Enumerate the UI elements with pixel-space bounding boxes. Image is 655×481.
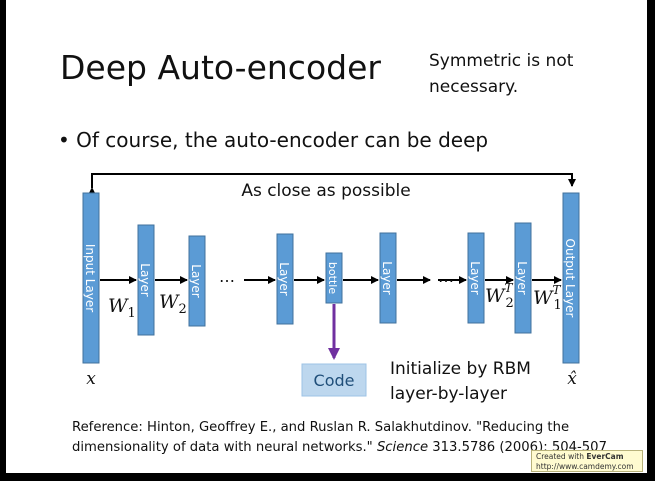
slide-title: Deep Auto-encoder: [60, 48, 381, 87]
output-layer: Output Layer: [562, 192, 580, 364]
weight-w1: W1: [108, 295, 136, 321]
hidden-layer-6: Layer: [514, 222, 532, 334]
reference-journal: Science: [376, 440, 429, 455]
bottleneck-layer: bottle: [325, 252, 343, 304]
weight-w1t-sub: 1: [554, 298, 562, 313]
input-layer: Input Layer: [82, 192, 100, 364]
output-layer-label: Output Layer: [563, 239, 577, 318]
hidden-layer-5: Layer: [467, 232, 485, 324]
output-xhat-label: x̂: [567, 369, 577, 389]
hidden-layer-6-label: Layer: [515, 261, 529, 295]
hidden-layer-3: Layer: [276, 233, 294, 325]
hidden-layer-4-label: Layer: [380, 261, 394, 295]
weight-w2t-sub: 2: [506, 296, 514, 311]
code-box: Code: [301, 363, 367, 397]
watermark-created-prefix: Created with: [536, 452, 587, 461]
reference-prefix: Reference: Hinton, Geoffrey E., and Rusl…: [72, 420, 570, 455]
input-layer-label: Input Layer: [83, 244, 97, 312]
note-line-2: necessary.: [429, 77, 519, 97]
weight-w2: W2: [159, 291, 187, 317]
rbm-init-line-2: layer-by-layer: [390, 384, 507, 404]
hidden-layer-1-label: Layer: [138, 263, 152, 297]
ellipsis-left: …: [219, 267, 235, 286]
input-x-label: x: [86, 369, 96, 389]
ellipsis-right: …: [438, 267, 454, 286]
weight-w2t-sup: T: [505, 281, 514, 295]
watermark-brand: EverCam: [586, 452, 624, 461]
autoencoder-diagram: As close as possible Input Layer Layer L…: [82, 173, 580, 404]
slide: Deep Auto-encoder Symmetric is not neces…: [6, 0, 647, 473]
weight-w1-sub: 1: [128, 306, 136, 321]
weight-w2t-letter: W: [485, 285, 506, 307]
code-label: Code: [314, 371, 355, 390]
weight-w1t-sup: T: [553, 283, 562, 297]
symmetric-note: Symmetric is not necessary.: [429, 48, 629, 100]
weight-w1-letter: W: [108, 295, 129, 317]
hidden-layer-3-label: Layer: [277, 262, 291, 296]
as-close-as-possible-label: As close as possible: [241, 181, 410, 201]
bullet-point: • Of course, the auto-encoder can be dee…: [58, 128, 489, 152]
weight-w2-sub: 2: [179, 302, 187, 317]
bottleneck-label: bottle: [326, 262, 339, 294]
note-line-1: Symmetric is not: [429, 51, 574, 71]
watermark-url[interactable]: http://www.camdemy.com: [536, 462, 634, 471]
hidden-layer-2-label: Layer: [189, 264, 203, 298]
watermark-line-1: Created with EverCam: [536, 452, 638, 462]
hidden-layer-1: Layer: [137, 224, 155, 336]
weight-w1t-letter: W: [533, 287, 554, 309]
rbm-init-line-1: Initialize by RBM: [390, 359, 531, 379]
as-close-as-possible-bracket: [88, 173, 576, 195]
hidden-layer-5-label: Layer: [468, 261, 482, 295]
weight-w2-letter: W: [159, 291, 180, 313]
hidden-layer-2: Layer: [188, 235, 206, 327]
hidden-layer-4: Layer: [379, 232, 397, 324]
evercam-watermark[interactable]: Created with EverCam http://www.camdemy.…: [531, 450, 643, 472]
